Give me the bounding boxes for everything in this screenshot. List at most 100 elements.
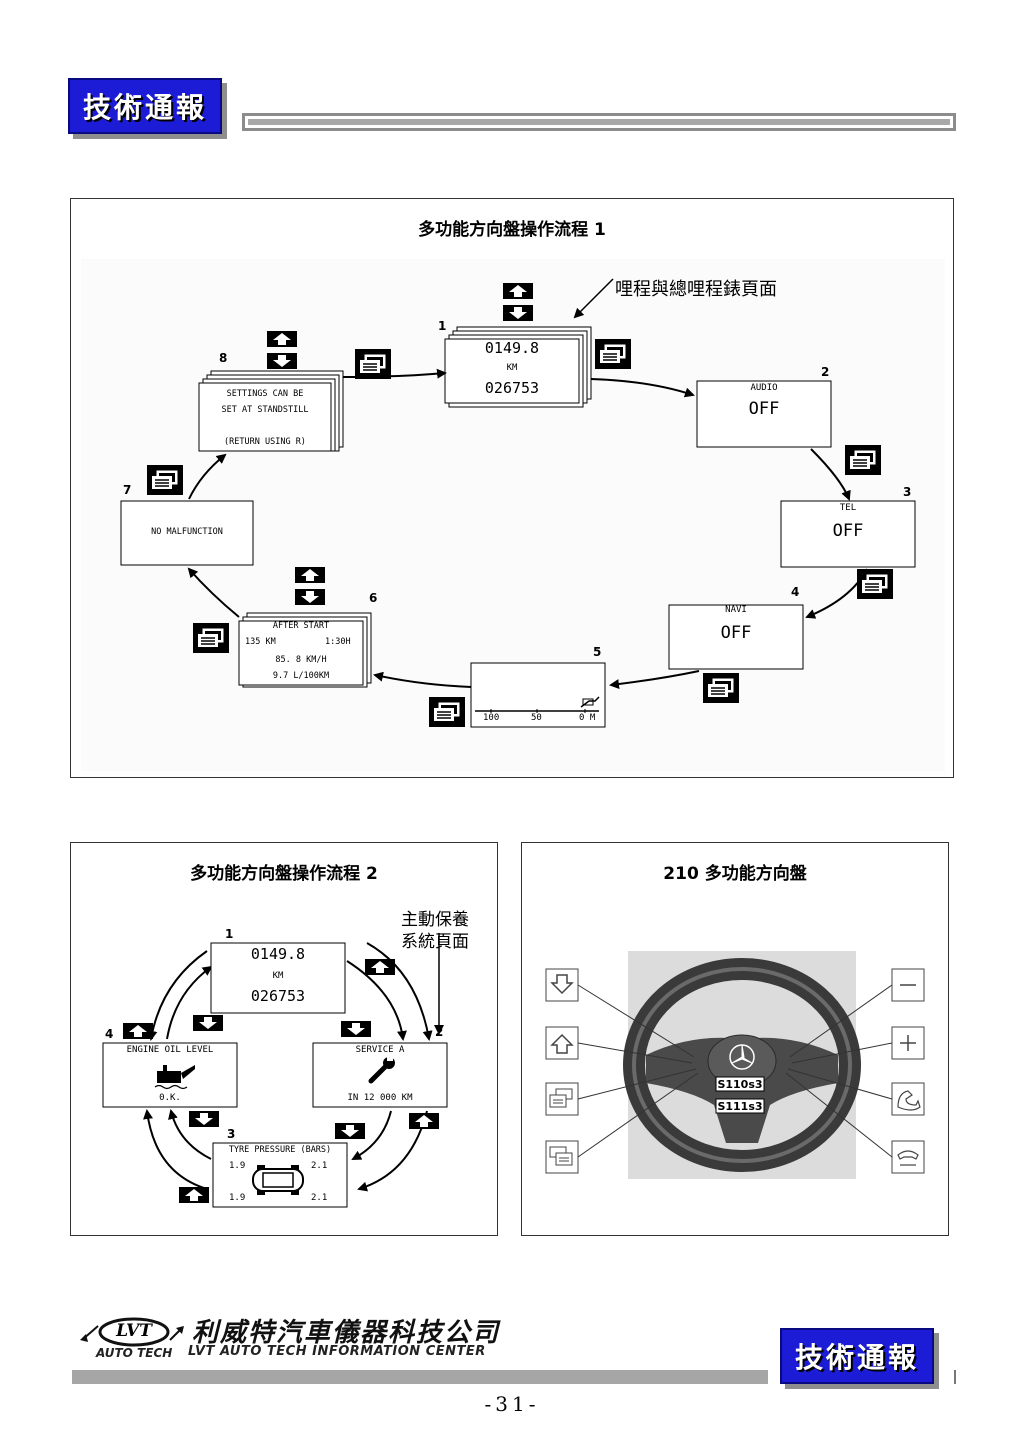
node-8-number: 8 [219,351,228,365]
node-7-number: 7 [123,483,132,497]
node-5-tick-50: 50 [531,713,542,723]
company-name-en: LVT AUTO TECH INFORMATION CENTER [188,1344,486,1359]
p2-node-3-front-left: 1.9 [229,1161,246,1171]
menu-back-button-icon [545,1140,579,1174]
node-8-line2: SET AT STANDSTILL [221,405,309,415]
node-5-display [470,662,606,728]
p2-node-1-unit: KM [272,971,284,981]
footer-rule [72,1370,768,1384]
node-3-display [780,500,916,568]
node-3-label: TEL [839,503,857,513]
node-6-display [238,612,372,688]
menu-button-icon-1 [594,338,632,370]
p2-node-2-title: SERVICE A [355,1045,405,1055]
node-1-number: 1 [438,319,447,333]
node-6-consumption: 9.7 L/100KM [272,671,330,681]
up-arrow-button-icon [545,1026,579,1060]
volume-plus-button-icon [891,1026,925,1060]
node-6-duration: 1:30H [325,637,351,647]
p2-node-3-rear-right: 2.1 [311,1193,328,1203]
callout-odometer: 哩程與總哩程錶頁面 [615,279,777,300]
p2-node-3-number: 3 [227,1127,236,1141]
flow-arrow-7-8 [188,453,227,500]
flow-panel-2: 多功能方向盤操作流程 2 [70,842,498,1236]
footer-tick [954,1370,956,1384]
node-4-value: OFF [720,623,752,643]
node-6-down-icon [295,589,325,605]
up-button-icon-c [409,1113,439,1129]
company-name: 利威特汽車儀器科技公司 [192,1318,501,1348]
page-number: -31- [484,1392,540,1416]
flow-arrow-8-1 [342,368,447,379]
node-5-number: 5 [593,645,602,659]
node-7-display [120,500,254,566]
p2-node-3-front-right: 2.1 [311,1161,328,1171]
down-arrow-button-icon [545,968,579,1002]
p2-node-1-display [210,942,346,1014]
node-8-display [198,370,344,452]
menu-button-icon-8 [354,348,392,380]
p2-node-4-title: ENGINE OIL LEVEL [126,1045,214,1055]
node-2-label: AUDIO [750,383,778,393]
p2-node-1-total: 026753 [250,987,306,1005]
flow-diagram-1 [81,259,945,771]
node-1-trip: 0149.8 [484,339,540,357]
header-rule [242,113,956,131]
node-4-display [668,604,804,670]
flow-arrow-2-3 [810,448,851,501]
callout-service-line2: 系統頁面 [401,932,469,952]
phone-pickup-button-icon [891,1082,925,1116]
callout-pointer-1 [573,278,614,319]
down-button-icon-d [189,1111,219,1127]
node-2-value: OFF [748,399,780,419]
arrow-4-3-outer [143,1109,208,1190]
node-4-label: NAVI [725,605,747,615]
menu-button-icon-3 [856,568,894,600]
down-button-icon-a [341,1021,371,1037]
oil-can-icon [154,1065,195,1090]
switch-label-s110s3: S110s3 [717,1078,763,1091]
leader-lines [577,984,893,1158]
node-8-line1: SETTINGS CAN BE [226,389,304,399]
callout-service-line1: 主動保養 [401,910,469,930]
p2-node-1-number: 1 [225,927,234,941]
node-1-up-icon [503,283,533,299]
menu-forward-button-icon [545,1082,579,1116]
label-box-s111s3 [715,1098,765,1114]
node-1-down-icon [503,305,533,321]
menu-button-icon-6 [192,622,230,654]
lvt-logo [80,1317,184,1347]
arrow-3-2-inner [351,1110,392,1160]
node-7-text: NO MALFUNCTION [151,527,223,537]
flow-arrow-1-2 [590,378,695,398]
node-6-up-icon [295,567,325,583]
mercedes-star-icon [729,1044,755,1070]
down-button-icon-b [193,1015,223,1031]
wrench-icon [368,1057,395,1084]
p2-node-4-footer: 0.K. [159,1093,181,1103]
node-3-value: OFF [832,521,864,541]
p2-node-1-trip: 0149.8 [250,945,306,963]
node-6-distance: 135 KM [245,637,276,647]
auto-tech-text: AUTO TECH [96,1346,173,1360]
up-button-icon-d [179,1187,209,1203]
node-1-display [444,326,592,408]
flow-diagram-2 [102,933,448,1208]
flow-panel-1-title: 多功能方向盤操作流程 1 [418,220,606,240]
node-1-unit: KM [506,363,518,373]
down-button-icon-c [335,1123,365,1139]
node-5-tick-100: 100 [483,713,500,723]
node-2-display [696,380,832,448]
header-badge: 技術通報 [68,78,222,134]
up-button-icon-a [365,959,395,975]
steering-wheel-panel-title: 210 多功能方向盤 [663,864,807,884]
menu-button-icon-5 [428,696,466,728]
node-6-title: AFTER START [272,621,330,631]
p2-node-3-rear-left: 1.9 [229,1193,246,1203]
flow-arrow-4-5 [609,670,700,690]
car-top-view-icon [252,1165,304,1195]
arrow-3-4-inner [168,1109,212,1160]
flow-arrow-6-7 [187,567,240,618]
p2-node-4-number: 4 [105,1027,114,1041]
phone-hangup-button-icon [891,1140,925,1174]
